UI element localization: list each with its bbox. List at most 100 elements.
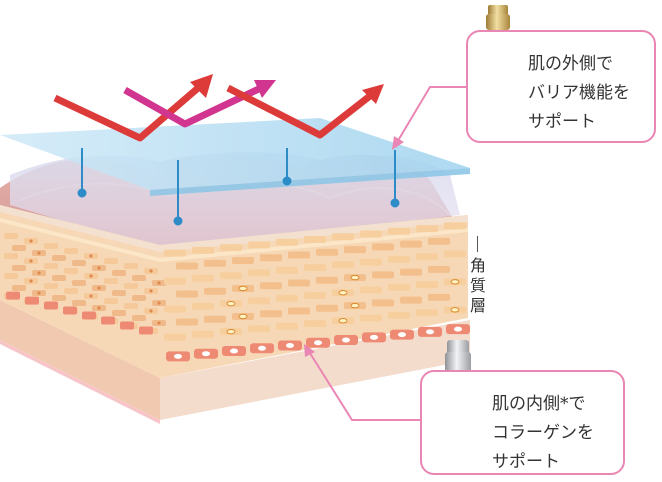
brick-cell [164,277,186,285]
arrow-magenta [123,82,267,128]
cell-nucleus [450,307,460,313]
brick-cell [44,283,58,289]
skin-block-bottom [160,320,470,420]
outer-callout-line-1: 肌の外側で [528,54,613,74]
brick-cell [132,275,146,281]
cell-nucleus [226,300,236,307]
brick-cell [400,296,422,304]
basal-cell [63,306,77,315]
brick-cell [124,263,138,269]
brick-cell [192,330,214,338]
outer-callout-line-2: バリア機能を [528,83,630,103]
brick-cell [276,266,298,274]
cell-nucleus [157,321,161,325]
cell-nucleus [149,289,153,293]
brick-cell [72,300,86,306]
brick-cell [372,271,394,279]
brick-cell [248,269,270,277]
brick-cell [220,272,242,280]
brick-cell [388,255,410,263]
brick-cell [428,293,450,301]
cell-nucleus [238,313,248,320]
brick-cell [416,253,438,261]
brick-cell [52,295,66,301]
brick-cell [204,315,226,323]
brick-cell [360,230,382,238]
cell-nucleus [342,337,350,343]
brick-cell [428,237,450,245]
cell-nucleus [258,345,266,351]
cell-nucleus [89,274,93,278]
deflected-arrows [53,74,384,142]
brick-cell [388,311,410,319]
cell-nucleus [238,285,248,292]
brick-cell [360,258,382,266]
brick-cell [332,233,354,241]
brick-cell [428,265,450,273]
cell-nucleus [29,259,33,263]
inner-callout-text: 肌の内側*で コラーゲンを サポート [492,390,594,477]
cell-nucleus [37,271,41,275]
cell-nucleus [350,274,360,281]
brick-cell [288,279,310,287]
brick-cell [400,268,422,276]
basal-cell [25,296,39,305]
brick-cell [232,256,254,264]
brick-cell [416,309,438,317]
brick-cell [44,263,58,269]
brick-cell [204,287,226,295]
brick-cell [316,276,338,284]
brick-cell [12,265,26,271]
outer-barrier-callout: 肌の外側で バリア機能を サポート [466,30,656,143]
basal-cell-row [6,291,470,362]
brick-cell [164,305,186,313]
brick-cell [12,285,26,291]
arrow-red-right [226,84,378,139]
arrow-red-left [53,79,208,142]
brick-cell [248,297,270,305]
label-bracket-top [477,236,478,252]
brick-cell [44,243,58,249]
cell-nucleus [97,306,101,310]
brick-cell [52,275,66,281]
brick-cell [332,261,354,269]
brick-cell [4,273,18,279]
cell-nucleus [157,301,161,305]
brick-cell [104,278,118,284]
cell-nucleus [89,254,93,258]
stratum-label-char-3: 層 [469,296,486,315]
inner-callout-line-2: コラーゲンを [492,423,594,443]
brick-cell [12,245,26,251]
brick-cell [304,291,326,299]
brick-cell [416,225,438,233]
stratum-label-char-1: 角 [469,256,486,275]
brick-cell [248,241,270,249]
cell-nucleus [314,340,322,346]
cell-nucleus [370,334,378,340]
brick-cell [260,254,282,262]
brick-cell [260,310,282,318]
basal-cell [139,326,153,335]
cell-nucleus [230,348,238,354]
brick-cell [64,248,78,254]
brick-cell [360,286,382,294]
brick-cell [104,298,118,304]
brick-cell [444,222,466,230]
brick-cell [176,318,198,326]
basal-cell [101,316,115,325]
brick-cell [192,274,214,282]
cell-nucleus [97,286,101,290]
skin-block-side [0,300,160,420]
cell-nucleus [149,269,153,273]
outer-callout-line-3: サポート [528,112,596,132]
cell-nucleus [350,302,360,309]
cell-nucleus [398,332,406,338]
absorption-droplets [77,148,400,226]
brick-cell [288,251,310,259]
pointer-arrows [304,86,466,421]
cell-nucleus [286,343,294,349]
cell-nucleus [202,351,210,357]
brick-cell [388,283,410,291]
brick-cell [112,310,126,316]
brick-cell [276,294,298,302]
